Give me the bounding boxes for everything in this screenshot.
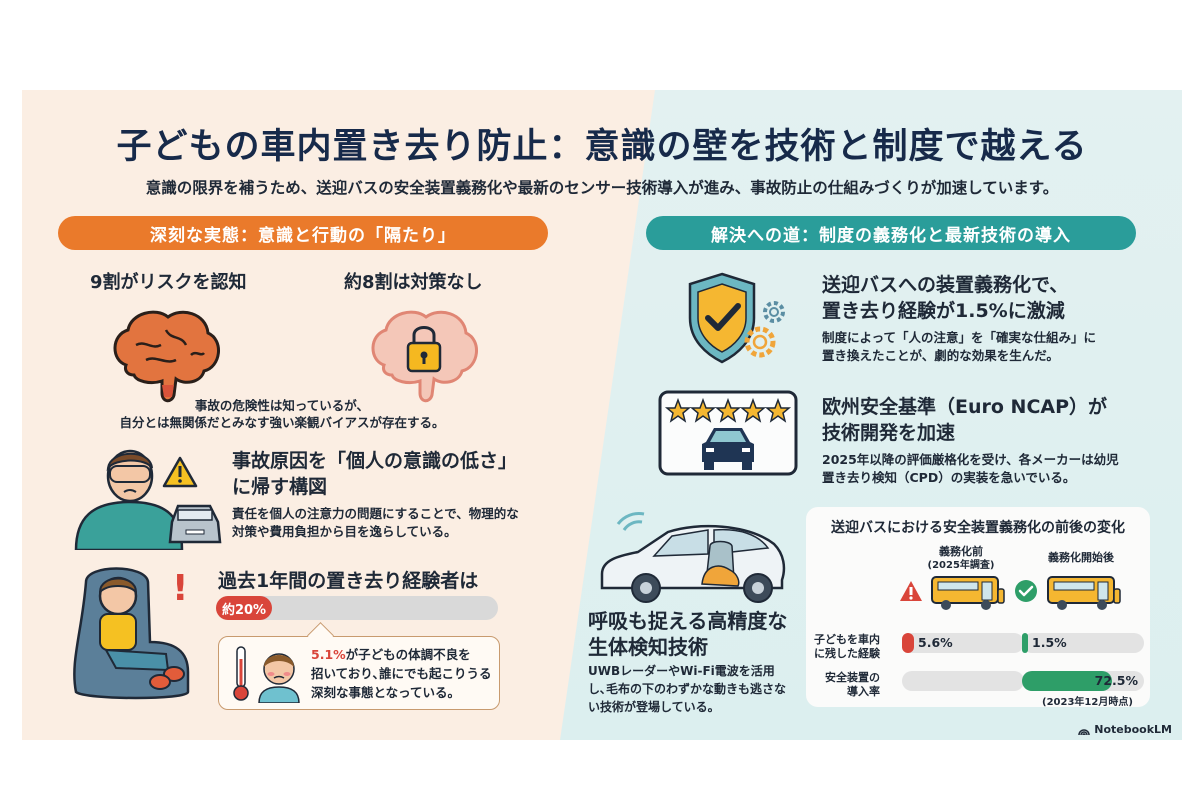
- before-row-2-bar: [902, 671, 1024, 691]
- locked-brain-icon: [371, 310, 478, 403]
- bias-text-line-1: 事故の危険性は知っているが、: [194, 398, 370, 413]
- thermometer-icon: [233, 646, 249, 701]
- person-covering-eyes-icon: [74, 449, 222, 550]
- health-impact-callout: 5.1%が子どもの体調不良を 招いており､誰にでも起こりうる 深刻な事態となって…: [218, 636, 500, 710]
- chart-title: 送迎バスにおける安全装置義務化の前後の変化: [831, 520, 1125, 536]
- before-row-1-fill: [902, 633, 914, 653]
- column-before-sublabel: (2025年調査): [927, 560, 995, 571]
- callout-line-2: 招いており､誰にでも起こりうる: [311, 666, 492, 681]
- school-bus-before-icon: [931, 576, 1005, 610]
- chart-footnote: (2023年12月時点): [1042, 697, 1133, 708]
- mandate-heading-line-2: 置き去り経験が1.5%に激減: [822, 300, 1065, 322]
- stat-aware: 9割がリスクを認知: [90, 272, 247, 293]
- ncap-heading-line-2: 技術開発を加速: [822, 422, 956, 444]
- sensor-body-line-1: UWBレーダーやWi-Fi電波を活用: [588, 664, 775, 678]
- blame-body-line-2: 対策や費用負担から目を逸らしている。: [232, 524, 457, 539]
- stat-no-action: 約8割は対策なし: [344, 272, 483, 293]
- column-after-label: 義務化開始後: [1048, 551, 1114, 564]
- brand-name: NotebookLM: [1094, 723, 1172, 736]
- exclamation-icon: !: [172, 568, 189, 609]
- after-row-2-value: 72.5%: [1094, 673, 1138, 688]
- experience-heading: 過去1年間の置き去り経験者は: [218, 570, 479, 592]
- callout-accent-value: 5.1%: [311, 647, 346, 662]
- child-car-seat-icon: [73, 567, 190, 700]
- mandate-body-line-1: 制度によって「人の注意」を「確実な仕組み」に: [822, 330, 1097, 345]
- blame-body-line-1: 責任を個人の注意力の問題にすることで、物理的な: [232, 506, 519, 521]
- shield-check-icon: [688, 272, 785, 364]
- check-circle-icon: [1015, 580, 1037, 602]
- mandate-heading-line-1: 送迎バスへの装置義務化で、: [822, 274, 1069, 296]
- school-bus-after-icon: [1047, 576, 1121, 610]
- sensor-heading-line-1: 呼吸も捉える高精度な: [588, 609, 788, 633]
- sensor-heading-line-2: 生体検知技術: [588, 635, 708, 659]
- row-1-label-line-1: 子どもを車内: [814, 633, 880, 646]
- sick-child-icon: [258, 653, 300, 703]
- ncap-body-line-1: 2025年以降の評価厳格化を受け、各メーカーは幼児: [822, 452, 1119, 467]
- infographic: 子どもの車内置き去り防止：意識の壁を技術と制度で越える 意識の限界を補うため、送…: [22, 90, 1182, 740]
- before-row-1-value: 5.6%: [918, 635, 953, 650]
- sensor-body-line-3: い技術が登場している。: [588, 700, 720, 714]
- experience-value: 約20%: [216, 596, 272, 620]
- mandate-body-line-2: 置き換えたことが、劇的な効果を生んだ。: [822, 348, 1059, 363]
- ncap-body-line-2: 置き去り検知（CPD）の実装を急いでいる。: [822, 470, 1076, 485]
- after-row-2-fill: [1022, 671, 1112, 691]
- warning-icon: [900, 581, 922, 601]
- row-1-label-line-2: に残した経験: [814, 647, 880, 660]
- row-2-label-line-2: 導入率: [847, 685, 880, 698]
- bus-safety-comparison-chart: 送迎バスにおける安全装置義務化の前後の変化 義務化前 (2025年調査) 義務化…: [806, 507, 1150, 708]
- sensor-car-icon: [600, 512, 786, 603]
- blame-heading-line-1: 事故原因を「個人の意識の低さ」: [232, 450, 518, 472]
- after-row-1-bar: 1.5%: [1022, 633, 1144, 653]
- page-subtitle: 意識の限界を補うため、送迎バスの安全装置義務化や最新のセンサー技術導入が進み、事…: [145, 179, 1059, 197]
- ncap-heading-line-1: 欧州安全基準（Euro NCAP）が: [822, 396, 1108, 418]
- column-before-label: 義務化前: [939, 545, 983, 558]
- brain-icon: [113, 310, 220, 403]
- notebooklm-logo-icon: [1078, 728, 1090, 735]
- before-row-1-bar: 5.6%: [902, 633, 1024, 653]
- five-star-car-rating-icon: [658, 390, 798, 476]
- callout-line-3: 深刻な事態となっている。: [311, 685, 461, 700]
- after-row-2-bar: 72.5%: [1022, 671, 1144, 691]
- bias-text-line-2: 自分とは無関係だとみなす強い楽観バイアスが存在する。: [119, 415, 445, 430]
- left-section-title: 深刻な実態：意識と行動の「隔たり」: [58, 216, 548, 250]
- after-row-1-value: 1.5%: [1032, 635, 1067, 650]
- sensor-body-line-2: し､毛布の下のわずかな動きも逃さな: [588, 682, 787, 696]
- right-section-title: 解決への道：制度の義務化と最新技術の導入: [646, 216, 1136, 250]
- notebooklm-brand: NotebookLM: [1078, 723, 1172, 736]
- blame-heading-line-2: に帰す構図: [232, 476, 328, 498]
- callout-text: 5.1%が子どもの体調不良を 招いており､誰にでも起こりうる 深刻な事態となって…: [311, 645, 492, 702]
- experience-progress-bar: 約20%: [216, 596, 498, 620]
- page-title: 子どもの車内置き去り防止：意識の壁を技術と制度で越える: [116, 127, 1088, 167]
- callout-line-1: が子どもの体調不良を: [345, 647, 471, 662]
- after-row-1-fill: [1022, 633, 1028, 653]
- row-2-label-line-1: 安全装置の: [825, 671, 880, 684]
